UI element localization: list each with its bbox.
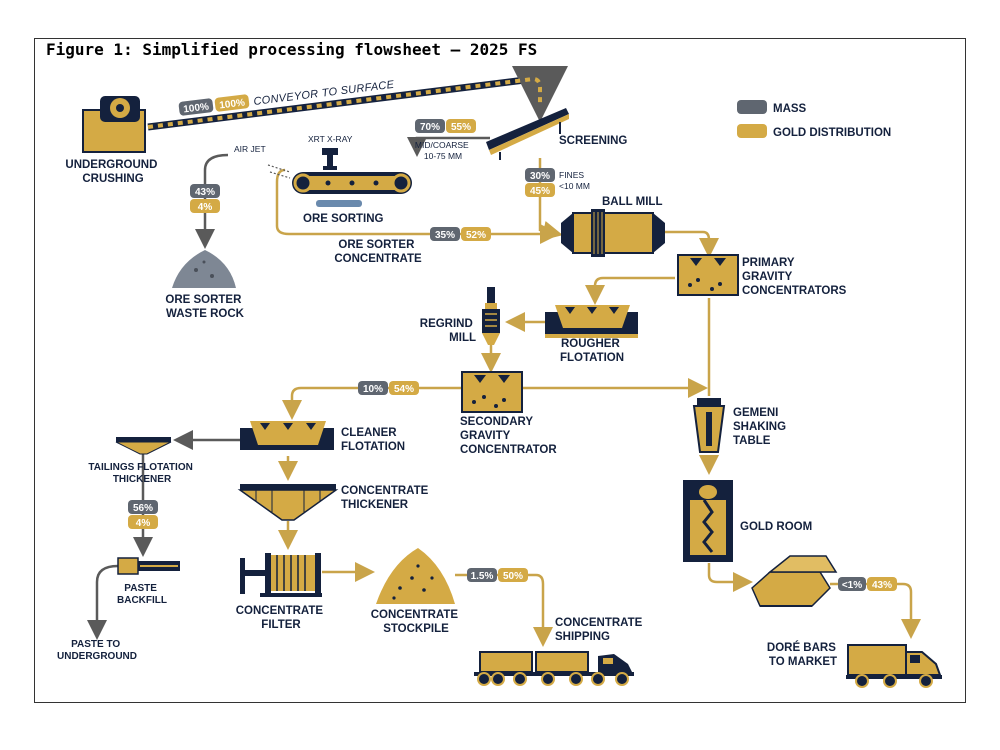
paste-backfill-label: PASTE BACKFILL <box>117 583 167 606</box>
screening-icon <box>486 108 569 160</box>
flow-waste <box>195 153 229 249</box>
rougher-flotation-icon <box>545 305 638 338</box>
concentrate-shipping-label: CONCENTRATE SHIPPING <box>555 617 646 643</box>
stockpile-gold-badge: 50% <box>503 571 523 582</box>
secondary-gold-badge: 54% <box>394 384 414 395</box>
waste-gold-badge: 4% <box>198 202 213 213</box>
gold-room-label: GOLD ROOM <box>740 521 812 533</box>
conveyor-mass-badge: 100% <box>183 101 210 115</box>
concentrate-stockpile-icon <box>376 548 455 604</box>
concentrate-truck-icon <box>474 651 634 686</box>
sorter-concentrate-gold-badge: 52% <box>466 230 486 241</box>
gemeni-label: GEMENI SHAKING TABLE <box>733 407 789 447</box>
dore-mass-badge: <1% <box>842 580 862 591</box>
ore-sorting-label: ORE SORTING <box>303 213 384 225</box>
waste-rock-pile-icon <box>172 250 236 288</box>
regrind-mill-label: REGRIND MILL <box>420 318 476 344</box>
flow-primary-to-rougher <box>585 276 675 305</box>
flow-mid-coarse <box>407 136 490 157</box>
legend-gold-swatch <box>737 124 767 138</box>
cleaner-flotation-label: CLEANER FLOTATION <box>341 427 405 453</box>
legend: MASS GOLD DISTRIBUTION <box>737 100 891 139</box>
primary-gravity-icon <box>677 254 739 296</box>
gemeni-table-icon <box>692 398 726 453</box>
waste-rock-label: ORE SORTER WASTE ROCK <box>165 294 244 320</box>
tailings-mass-badge: 56% <box>133 503 153 514</box>
legend-gold-label: GOLD DISTRIBUTION <box>773 127 891 139</box>
sorter-concentrate-label: ORE SORTER CONCENTRATE <box>334 239 422 265</box>
concentrate-filter-icon <box>240 553 322 597</box>
mid-coarse-mass-badge: 70% <box>420 122 440 133</box>
gold-bars-icon <box>751 555 838 607</box>
ball-mill-label: BALL MILL <box>602 196 662 208</box>
fines-gold-badge: 45% <box>530 186 550 197</box>
ore-sorter-icon <box>267 148 412 207</box>
tailings-thickener-label: TAILINGS FLOTATION THICKENER <box>88 462 195 485</box>
air-jet-label: AIR JET <box>234 144 266 154</box>
screening-label: SCREENING <box>559 135 627 147</box>
market-truck-icon <box>846 644 942 688</box>
fines-label: FINES <10 MM <box>559 170 590 191</box>
mid-coarse-gold-badge: 55% <box>451 122 471 133</box>
concentrate-thickener-label: CONCENTRATE THICKENER <box>341 485 432 511</box>
flow-sorter-concentrate <box>275 168 560 244</box>
cleaner-flotation-icon <box>240 421 334 450</box>
flow-goldroom-to-bars <box>707 563 753 592</box>
waste-mass-badge: 43% <box>195 187 215 198</box>
flow-ball-to-primary <box>660 230 719 258</box>
gold-room-icon <box>683 480 733 562</box>
primary-gravity-label: PRIMARY GRAVITY CONCENTRATORS <box>742 257 847 297</box>
paste-backfill-icon <box>117 557 180 575</box>
dore-gold-badge: 43% <box>872 580 892 591</box>
flow-stockpile-to-shipping <box>455 573 553 647</box>
xrt-label: XRT X-RAY <box>308 134 353 144</box>
flow-bars-to-market <box>830 582 921 639</box>
concentrate-filter-label: CONCENTRATE FILTER <box>236 605 327 631</box>
secondary-gravity-label: SECONDARY GRAVITY CONCENTRATOR <box>460 416 557 456</box>
flow-paste-to-underground <box>87 564 119 640</box>
underground-crushing-label: UNDERGROUND CRUSHING <box>65 159 160 185</box>
figure-title: Figure 1: Simplified processing flowshee… <box>46 40 538 59</box>
paste-underground-label: PASTE TO UNDERGROUND <box>57 639 137 662</box>
conveyor-gold-badge: 100% <box>219 97 246 111</box>
concentrate-thickener-icon <box>237 484 339 521</box>
secondary-mass-badge: 10% <box>363 384 383 395</box>
ball-mill-icon <box>561 209 665 257</box>
dore-bars-label: DORÉ BARS TO MARKET <box>767 641 839 668</box>
regrind-mill-icon <box>482 287 500 345</box>
concentrate-stockpile-label: CONCENTRATE STOCKPILE <box>371 609 462 635</box>
flow-lines <box>87 66 921 647</box>
stockpile-mass-badge: 1.5% <box>471 571 494 582</box>
fines-mass-badge: 30% <box>530 171 550 182</box>
crusher-icon <box>82 96 146 153</box>
secondary-gravity-icon <box>461 371 523 413</box>
legend-mass-label: MASS <box>773 103 807 115</box>
tailings-gold-badge: 4% <box>136 518 151 529</box>
tailings-thickener-icon <box>115 437 172 455</box>
mid-coarse-label: MID/COARSE 10-75 MM <box>415 140 471 161</box>
sorter-concentrate-mass-badge: 35% <box>435 230 455 241</box>
legend-mass-swatch <box>737 100 767 114</box>
rougher-flotation-label: ROUGHER FLOTATION <box>560 338 624 364</box>
flow-secondary-to-cleaner <box>282 386 462 420</box>
